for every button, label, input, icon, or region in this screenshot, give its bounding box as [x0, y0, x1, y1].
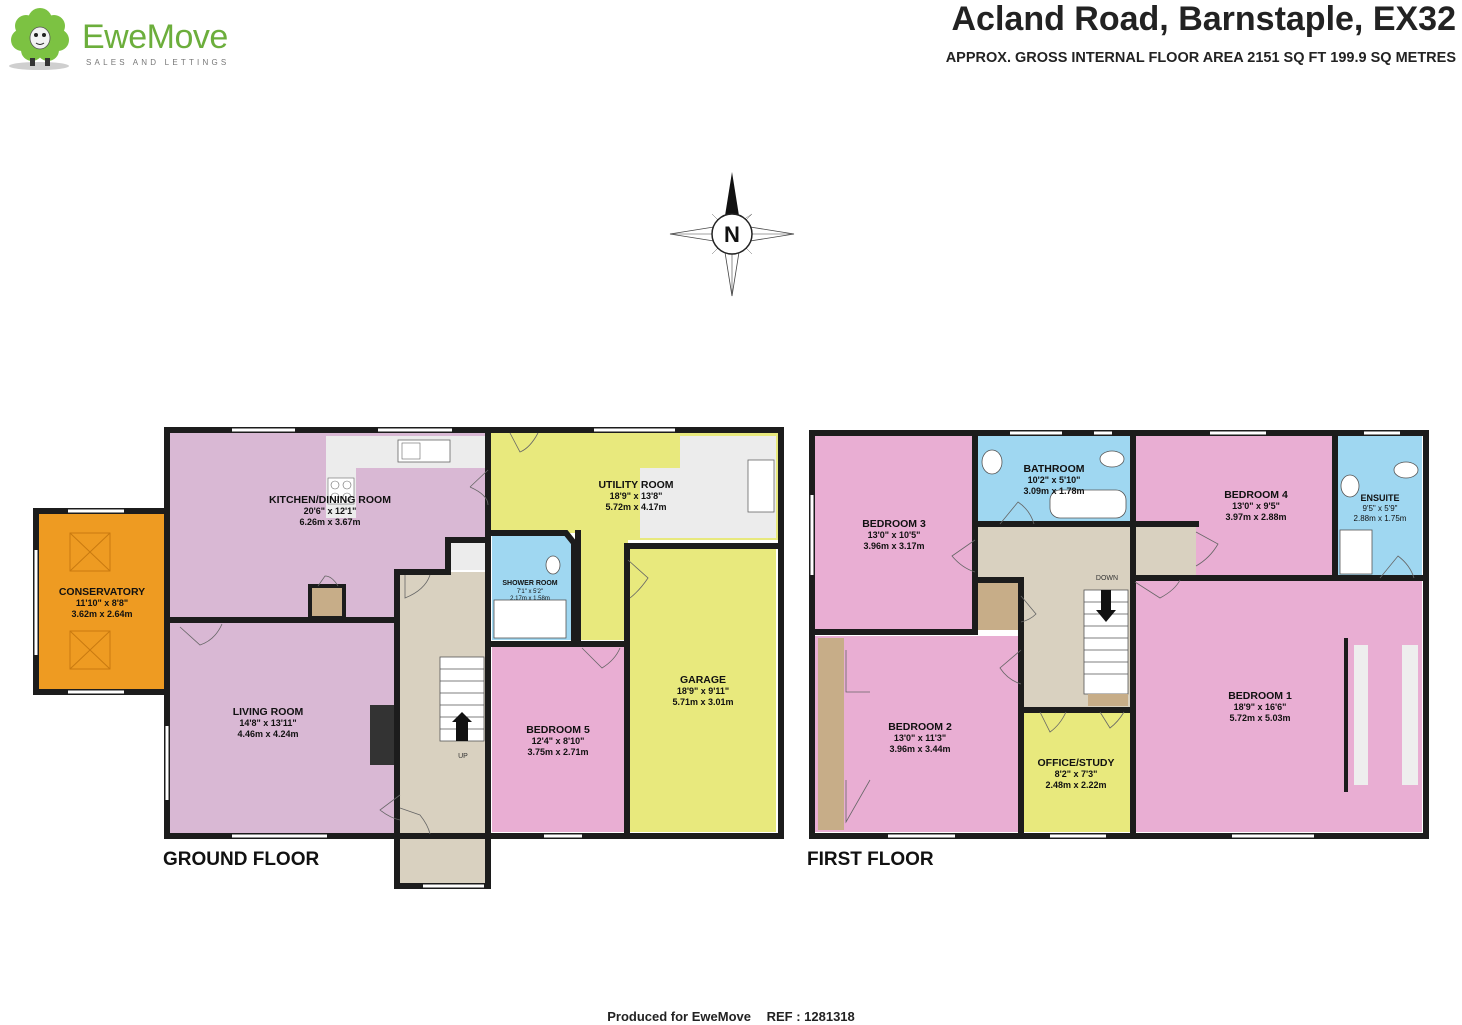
ground-floor-plan: UP	[33, 427, 784, 889]
svg-text:3.96m x 3.17m: 3.96m x 3.17m	[863, 541, 924, 551]
svg-text:LIVING ROOM: LIVING ROOM	[233, 706, 304, 718]
svg-text:18'9" x 16'6": 18'9" x 16'6"	[1234, 702, 1287, 712]
bedroom-1-label: BEDROOM 1 18'9" x 16'6" 5.72m x 5.03m	[1228, 690, 1292, 723]
svg-text:ENSUITE: ENSUITE	[1360, 493, 1399, 503]
svg-text:BEDROOM 4: BEDROOM 4	[1224, 489, 1288, 501]
bedroom-5-area	[492, 646, 624, 832]
svg-text:KITCHEN/DINING ROOM: KITCHEN/DINING ROOM	[269, 494, 391, 506]
svg-text:BEDROOM 3: BEDROOM 3	[862, 518, 926, 530]
page-title: Acland Road, Barnstaple, EX32	[951, 0, 1457, 38]
svg-text:7'1" x 5'2": 7'1" x 5'2"	[517, 589, 543, 595]
garage-label: GARAGE 18'9" x 9'11" 5.71m x 3.01m	[672, 674, 733, 707]
svg-text:BEDROOM 5: BEDROOM 5	[526, 724, 590, 736]
produced-for-text: Produced for EweMove	[607, 1009, 751, 1024]
garage-area	[630, 548, 776, 832]
svg-text:GARAGE: GARAGE	[680, 674, 726, 686]
svg-text:BEDROOM 2: BEDROOM 2	[888, 721, 952, 733]
first-stair-label: DOWN	[1096, 575, 1118, 582]
svg-text:BEDROOM 1: BEDROOM 1	[1228, 690, 1292, 702]
kitchen-dining-area	[170, 433, 488, 618]
svg-text:5.72m x 4.17m: 5.72m x 4.17m	[605, 502, 666, 512]
porch-area	[396, 836, 486, 886]
living-room-label: LIVING ROOM 14'8" x 13'11" 4.46m x 4.24m	[233, 706, 304, 739]
svg-text:11'10" x 8'8": 11'10" x 8'8"	[76, 598, 128, 608]
svg-text:18'9" x 13'8": 18'9" x 13'8"	[610, 491, 663, 501]
ensuite-label: ENSUITE 9'5" x 5'9" 2.88m x 1.75m	[1354, 493, 1407, 523]
svg-text:5.71m x 3.01m: 5.71m x 3.01m	[672, 697, 733, 707]
conservatory-label: CONSERVATORY 11'10" x 8'8" 3.62m x 2.64m	[59, 586, 145, 619]
bedroom-1-area	[1136, 580, 1422, 832]
landing-cupboard	[978, 580, 1018, 630]
footer: Produced for EweMove REF : 1281318	[0, 1009, 1462, 1024]
svg-text:OFFICE/STUDY: OFFICE/STUDY	[1037, 757, 1114, 769]
floor-area-subtitle: APPROX. GROSS INTERNAL FLOOR AREA 2151 S…	[945, 50, 1456, 66]
bathroom-label: BATHROOM 10'2" x 5'10" 3.09m x 1.78m	[1023, 463, 1084, 496]
svg-text:SHOWER ROOM: SHOWER ROOM	[502, 580, 557, 587]
svg-text:13'0" x 11'3": 13'0" x 11'3"	[894, 733, 946, 743]
svg-text:14'8" x 13'11": 14'8" x 13'11"	[239, 718, 296, 728]
conservatory-area	[38, 513, 166, 690]
bedroom-3-area	[815, 436, 973, 632]
first-floor-plan: DOWN	[809, 430, 1429, 839]
shower-room-label: SHOWER ROOM 7'1" x 5'2" 2.17m x 1.58m	[502, 580, 557, 602]
kitchen-dining-label: KITCHEN/DINING ROOM 20'6" x 12'1" 6.26m …	[269, 494, 391, 527]
ewemove-logo[interactable]: EweMove SALES AND LETTINGS	[6, 4, 246, 72]
bedroom-5-label: BEDROOM 5 12'4" x 8'10" 3.75m x 2.71m	[526, 724, 590, 757]
svg-text:18'9" x 9'11": 18'9" x 9'11"	[677, 686, 729, 696]
svg-text:9'5" x 5'9": 9'5" x 5'9"	[1363, 504, 1398, 513]
svg-text:13'0" x 10'5": 13'0" x 10'5"	[868, 530, 921, 540]
svg-text:8'2" x 7'3": 8'2" x 7'3"	[1055, 769, 1098, 779]
svg-text:3.09m x 1.78m: 3.09m x 1.78m	[1023, 486, 1084, 496]
svg-text:6.26m x 3.67m: 6.26m x 3.67m	[299, 517, 360, 527]
svg-text:4.46m x 4.24m: 4.46m x 4.24m	[237, 729, 298, 739]
svg-text:3.75m x 2.71m: 3.75m x 2.71m	[527, 747, 588, 757]
svg-text:UTILITY ROOM: UTILITY ROOM	[598, 479, 673, 491]
compass-north-label: N	[724, 222, 740, 247]
utility-room-label: UTILITY ROOM 18'9" x 13'8" 5.72m x 4.17m	[598, 479, 673, 512]
brand-tagline: SALES AND LETTINGS	[86, 58, 230, 67]
living-room-area	[170, 622, 397, 834]
svg-text:2.48m x 2.22m: 2.48m x 2.22m	[1045, 780, 1106, 790]
svg-text:CONSERVATORY: CONSERVATORY	[59, 586, 145, 598]
svg-text:3.97m x 2.88m: 3.97m x 2.88m	[1225, 512, 1286, 522]
svg-text:2.17m x 1.58m: 2.17m x 1.58m	[510, 596, 550, 602]
bedroom-4-label: BEDROOM 4 13'0" x 9'5" 3.97m x 2.88m	[1224, 489, 1288, 522]
bedroom-2-label: BEDROOM 2 13'0" x 11'3" 3.96m x 3.44m	[888, 721, 952, 754]
svg-text:BATHROOM: BATHROOM	[1023, 463, 1084, 475]
ground-floor-label: GROUND FLOOR	[163, 849, 320, 870]
svg-text:13'0" x 9'5": 13'0" x 9'5"	[1232, 501, 1280, 511]
sheep-mascot-icon	[9, 8, 69, 70]
svg-text:5.72m x 5.03m: 5.72m x 5.03m	[1229, 713, 1290, 723]
svg-text:3.62m x 2.64m: 3.62m x 2.64m	[71, 609, 132, 619]
bedroom-2-area	[815, 636, 1021, 832]
first-floor-label: FIRST FLOOR	[807, 849, 934, 870]
svg-text:12'4" x 8'10": 12'4" x 8'10"	[532, 736, 585, 746]
office-study-area	[1024, 712, 1130, 832]
svg-text:10'2" x 5'10": 10'2" x 5'10"	[1028, 475, 1081, 485]
reference-number: REF : 1281318	[766, 1009, 855, 1024]
ground-stair-label: UP	[458, 753, 468, 760]
svg-text:20'6" x 12'1": 20'6" x 12'1"	[304, 506, 357, 516]
office-study-label: OFFICE/STUDY 8'2" x 7'3" 2.48m x 2.22m	[1037, 757, 1114, 790]
brand-name: EweMove	[82, 18, 228, 56]
svg-text:3.96m x 3.44m: 3.96m x 3.44m	[889, 744, 950, 754]
compass-rose-icon: N	[669, 172, 795, 297]
bedroom-3-label: BEDROOM 3 13'0" x 10'5" 3.96m x 3.17m	[862, 518, 926, 551]
svg-text:2.88m x 1.75m: 2.88m x 1.75m	[1354, 514, 1407, 523]
